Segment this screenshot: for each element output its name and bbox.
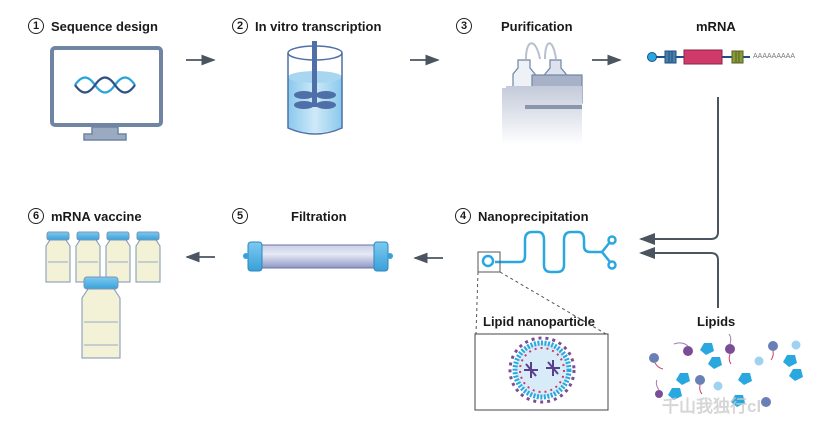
lipid-molecules-icon xyxy=(649,333,803,407)
step-number-badge: 3 xyxy=(456,18,472,34)
arrow-lipids-to-nanoprecipitation xyxy=(639,247,719,308)
step-3-label: 3 Purification xyxy=(456,18,573,34)
purification-instrument-icon xyxy=(502,42,583,145)
bioreactor-beaker-icon xyxy=(287,41,343,135)
step-4-label: 4 Nanoprecipitation xyxy=(455,208,589,224)
step-number-badge: 2 xyxy=(232,18,248,34)
lipid-nanoparticle-icon xyxy=(474,333,609,411)
watermark: 千山我独行cl xyxy=(662,397,762,416)
step-title: In vitro transcription xyxy=(255,18,382,34)
step-number-badge: 6 xyxy=(28,208,44,224)
step-number-badge: 5 xyxy=(232,208,248,224)
mrna-label: mRNA xyxy=(696,19,736,34)
dna-helix-icon xyxy=(74,76,136,94)
step-5-label: 5 Filtration xyxy=(232,208,347,224)
lipids-label: Lipids xyxy=(697,314,736,329)
step-1-label: 1 Sequence design xyxy=(28,18,158,34)
step-title: Purification xyxy=(501,18,573,34)
step-2-label: 2 In vitro transcription xyxy=(232,18,381,34)
computer-monitor-icon xyxy=(50,46,163,141)
step-title: Filtration xyxy=(291,208,347,224)
step-title: mRNA vaccine xyxy=(51,208,142,224)
step-6-label: 6 mRNA vaccine xyxy=(28,208,142,224)
step-number-badge: 4 xyxy=(455,208,471,224)
filtration-cartridge-icon xyxy=(243,241,393,272)
step-title: Sequence design xyxy=(51,18,158,34)
microfluidic-channel-icon xyxy=(481,230,617,274)
poly-a-tail: AAAAAAAAA xyxy=(753,53,796,60)
vaccine-vials-icon xyxy=(45,231,161,359)
lipid-nanoparticle-label: Lipid nanoparticle xyxy=(483,314,595,329)
zoom-box xyxy=(477,251,501,273)
step-number-badge: 1 xyxy=(28,18,44,34)
mrna-construct-icon xyxy=(647,49,750,65)
arrow-mrna-to-nanoprecipitation xyxy=(639,97,719,245)
step-title: Nanoprecipitation xyxy=(478,208,589,224)
